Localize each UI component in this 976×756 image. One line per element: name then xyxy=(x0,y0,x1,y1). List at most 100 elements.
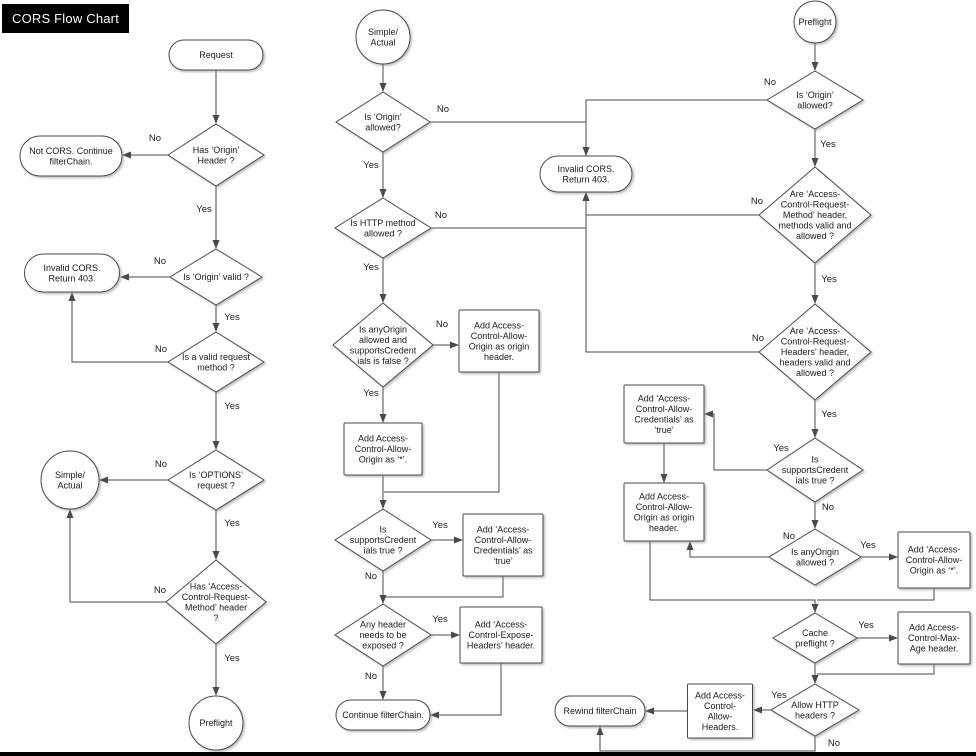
add-acao-origin-right: Add Access-Control-Allow-Origin as origi… xyxy=(623,482,705,542)
preflight-right: Preflight xyxy=(793,0,837,44)
d-origin-allowed-mid: Is ‘Origin’allowed? xyxy=(335,91,431,153)
add-max-age-label: Add Access-Control-Max-Age header. xyxy=(908,623,960,654)
simple-actual-left-label: Simple/Actual xyxy=(55,470,86,491)
continue-filterchain-label: Continue filterChain. xyxy=(342,710,424,720)
add-acao-star-mid-label: Add Access-Control-Allow-Origin as ‘*’. xyxy=(355,434,412,465)
add-acac-right-label: Add ‘Access-Control-Allow-Credentials’ a… xyxy=(634,393,694,435)
add-expose-headers: Add ‘Access-Control-Expose-Headers’ head… xyxy=(459,606,543,664)
add-acao-origin-right-label: Add Access-Control-Allow-Origin as origi… xyxy=(634,491,695,533)
preflight-left: Preflight xyxy=(188,695,244,751)
branch-label: No xyxy=(436,319,448,330)
connector xyxy=(649,541,819,613)
branch-label: No xyxy=(154,585,166,596)
d-acrh-valid-label: Are ‘Access-Control-Request-Headers’ hea… xyxy=(779,326,850,378)
branch-label: No xyxy=(155,344,167,355)
simple-actual-left: Simple/Actual xyxy=(40,450,100,510)
connector xyxy=(66,509,166,603)
branch-label: Yes xyxy=(432,520,448,531)
branch-label: Yes xyxy=(773,443,789,454)
connector xyxy=(384,372,500,493)
branch-label: No xyxy=(764,77,776,88)
branch-label: Yes xyxy=(363,388,379,399)
branch-label: Yes xyxy=(224,653,240,664)
d-acrm-valid: Are ‘Access-Control-Request-Method’ head… xyxy=(758,166,872,264)
edges-layer xyxy=(66,43,935,752)
invalid-cors-mid-label: Invalid CORS.Return 403. xyxy=(557,164,614,185)
branch-label: No xyxy=(149,133,161,144)
request: Request xyxy=(168,39,264,71)
page-title: CORS Flow Chart xyxy=(2,4,130,33)
labels-layer: NoYesNoYesNoYesNoYesNoYesNoYesNoYesNoYes… xyxy=(147,76,877,751)
simple-actual-mid: Simple/Actual xyxy=(355,9,411,65)
preflight-right-label: Preflight xyxy=(798,17,832,27)
connector xyxy=(582,192,759,353)
branch-label: No xyxy=(822,502,834,513)
add-expose-headers-label: Add ‘Access-Control-Expose-Headers’ head… xyxy=(467,620,535,651)
d-options-request-label: Is ‘OPTIONS’request ? xyxy=(189,470,243,491)
simple-actual-mid-label: Simple/Actual xyxy=(368,27,399,48)
branch-label: Yes xyxy=(224,312,240,323)
d-has-origin-header: Has ‘Origin’Header ? xyxy=(167,123,265,187)
branch-label: Yes xyxy=(860,540,876,551)
branch-label: Yes xyxy=(821,409,837,420)
branch-label: Yes xyxy=(820,139,836,150)
add-acao-origin-mid-label: Add Access-Control-Allow-Origin as origi… xyxy=(469,320,530,362)
rewind-filterchain-label: Rewind filterChain xyxy=(563,706,636,716)
branch-label: Yes xyxy=(363,160,379,171)
branch-label: Yes xyxy=(224,401,240,412)
connector xyxy=(430,121,590,156)
branch-label: Yes xyxy=(858,620,874,631)
connector xyxy=(686,541,769,558)
branch-label: No xyxy=(437,104,449,115)
connector xyxy=(582,192,759,216)
connector xyxy=(704,410,767,471)
branch-label: Yes xyxy=(196,204,212,215)
branch-label: Yes xyxy=(363,262,379,273)
connector xyxy=(68,292,168,363)
connector xyxy=(431,192,590,229)
d-has-acrm-header-label: Has ‘Access-Control-Request-Method’ head… xyxy=(182,581,251,623)
branch-label: No xyxy=(365,571,377,582)
d-origin-valid: Is ‘Origin’ valid ? xyxy=(169,248,263,306)
d-origin-allowed-right-label: Is ‘Origin’allowed? xyxy=(796,90,834,111)
branch-label: No xyxy=(783,531,795,542)
bottom-border xyxy=(0,752,976,756)
branch-label: No xyxy=(154,256,166,267)
d-acrh-valid: Are ‘Access-Control-Request-Headers’ hea… xyxy=(758,303,872,401)
d-origin-valid-label: Is ‘Origin’ valid ? xyxy=(183,272,249,282)
preflight-left-label: Preflight xyxy=(199,718,233,728)
branch-label: No xyxy=(752,333,764,344)
add-acac-mid: Add ‘Access-Control-Allow-Credentials’ a… xyxy=(462,513,544,577)
add-acao-star-right-label: Add ‘Access-Control-Allow-Origin as ‘*’. xyxy=(906,545,963,576)
add-allow-headers-label: Add Access-Control-Allow-Headers. xyxy=(695,690,745,732)
invalid-cors-mid: Invalid CORS.Return 403. xyxy=(539,155,633,193)
branch-label: Yes xyxy=(771,690,787,701)
branch-label: Yes xyxy=(224,518,240,529)
add-acao-origin-mid: Add Access-Control-Allow-Origin as origi… xyxy=(458,309,540,373)
add-acao-star-right: Add ‘Access-Control-Allow-Origin as ‘*’. xyxy=(897,531,971,589)
add-allow-headers: Add Access-Control-Allow-Headers. xyxy=(687,683,753,739)
invalid-cors-left: Invalid CORS.Return 403. xyxy=(24,253,120,293)
d-acrm-valid-label: Are ‘Access-Control-Request-Method’ head… xyxy=(778,189,851,241)
